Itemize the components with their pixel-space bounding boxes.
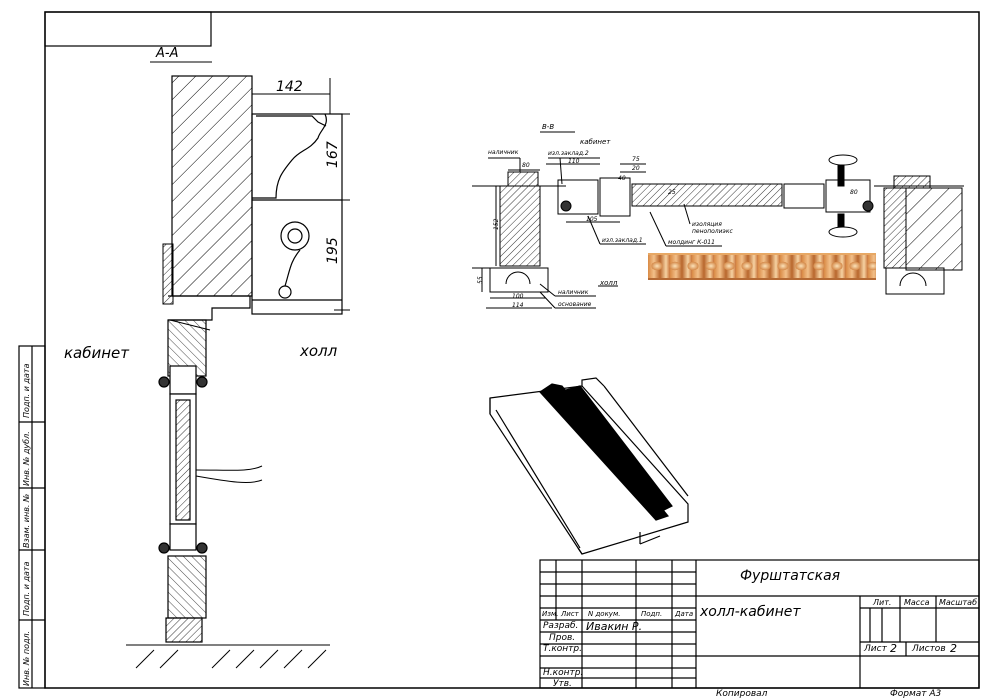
stamp-vzam-inv: Взам. инв. № [22,493,31,548]
col-ndok: N докум. [588,610,621,618]
dimension-105: 105 [586,216,598,223]
cornice-profile [251,113,343,315]
door-section [158,319,208,643]
molding-ornament-image [648,253,876,280]
massa-label: Масса [904,598,930,607]
copied-label: Копировал [716,689,768,699]
plan-section [472,131,964,309]
dimension-40: 40 [618,175,626,182]
dimension-152: 152 [493,218,500,230]
dimension-167: 167 [325,141,341,168]
callout-molding: молдинг К-011 [668,239,715,246]
dimension-142: 142 [276,79,303,95]
sheets-label: Листов [912,644,946,654]
sheet-label: Лист [864,644,887,654]
sheet-top-corner-box [44,11,212,47]
masshtab-label: Масштаб [939,598,978,607]
plan-room-bottom: холл [600,279,618,287]
dimension-100: 100 [512,293,524,300]
callout-base: основание [558,301,592,308]
format-label: Формат А3 [890,689,942,699]
col-podp: Подп. [641,610,663,618]
razrab-name: Ивакин Р. [586,620,643,633]
stamp-podp-date-1: Подп. и дата [22,363,31,419]
plan-section-label: В-В [542,123,555,131]
row-tkontr: Т.контр. [543,644,583,654]
cable-line [195,465,263,471]
callout-profile-1: изл.заклад.1 [602,237,643,244]
floor-line [126,644,330,669]
row-prov: Пров. [549,633,576,643]
col-izm: Изм. [542,610,559,618]
dimension-55: 55 [477,276,484,284]
molding-isometric [489,377,689,555]
sheet-value: 2 [890,642,897,655]
callout-nalichnik-bottom: наличник [558,289,589,296]
title-block-name: холл-кабинет [700,604,801,620]
dimension-20: 20 [632,165,640,172]
row-razrab: Разраб. [543,621,579,631]
dimension-110: 110 [568,158,580,165]
title-block-grid [539,559,980,689]
stamp-podp-date-2: Подп. и дата [22,561,31,617]
col-list: Лист [561,610,579,618]
section-label: А-А [156,46,179,61]
dimension-25: 25 [668,189,676,196]
dimension-195: 195 [325,237,341,264]
sheets-value: 2 [950,642,957,655]
plan-room-top: кабинет [580,138,611,146]
dimension-114: 114 [512,302,524,309]
wall-section [162,75,253,331]
row-nkontr: Н.контр. [543,668,584,678]
row-utv: Утв. [553,679,572,689]
title-block-title: Фурштатская [740,568,841,584]
stamp-inv-podl: Инв. № подл. [22,630,31,686]
room-label-hall: холл [300,342,338,360]
stamp-inv-dubl: Инв. № дубл. [22,431,31,486]
room-label-cabinet: кабинет [64,344,130,362]
lit-label: Лит. [873,598,892,607]
dimension-75: 75 [632,156,640,163]
callout-insulation-1: изоляция [692,221,722,228]
side-stamp [18,345,46,689]
cornice-dimensions [251,78,350,311]
dimension-80b: 80 [850,189,858,196]
callout-nalichnik-top: наличник [488,149,519,156]
dimension-80: 80 [522,162,530,169]
callout-glass: изл.заклад.2 [548,150,589,157]
callout-insulation-2: пенополиэкс [692,228,733,235]
col-data: Дата [675,610,694,618]
